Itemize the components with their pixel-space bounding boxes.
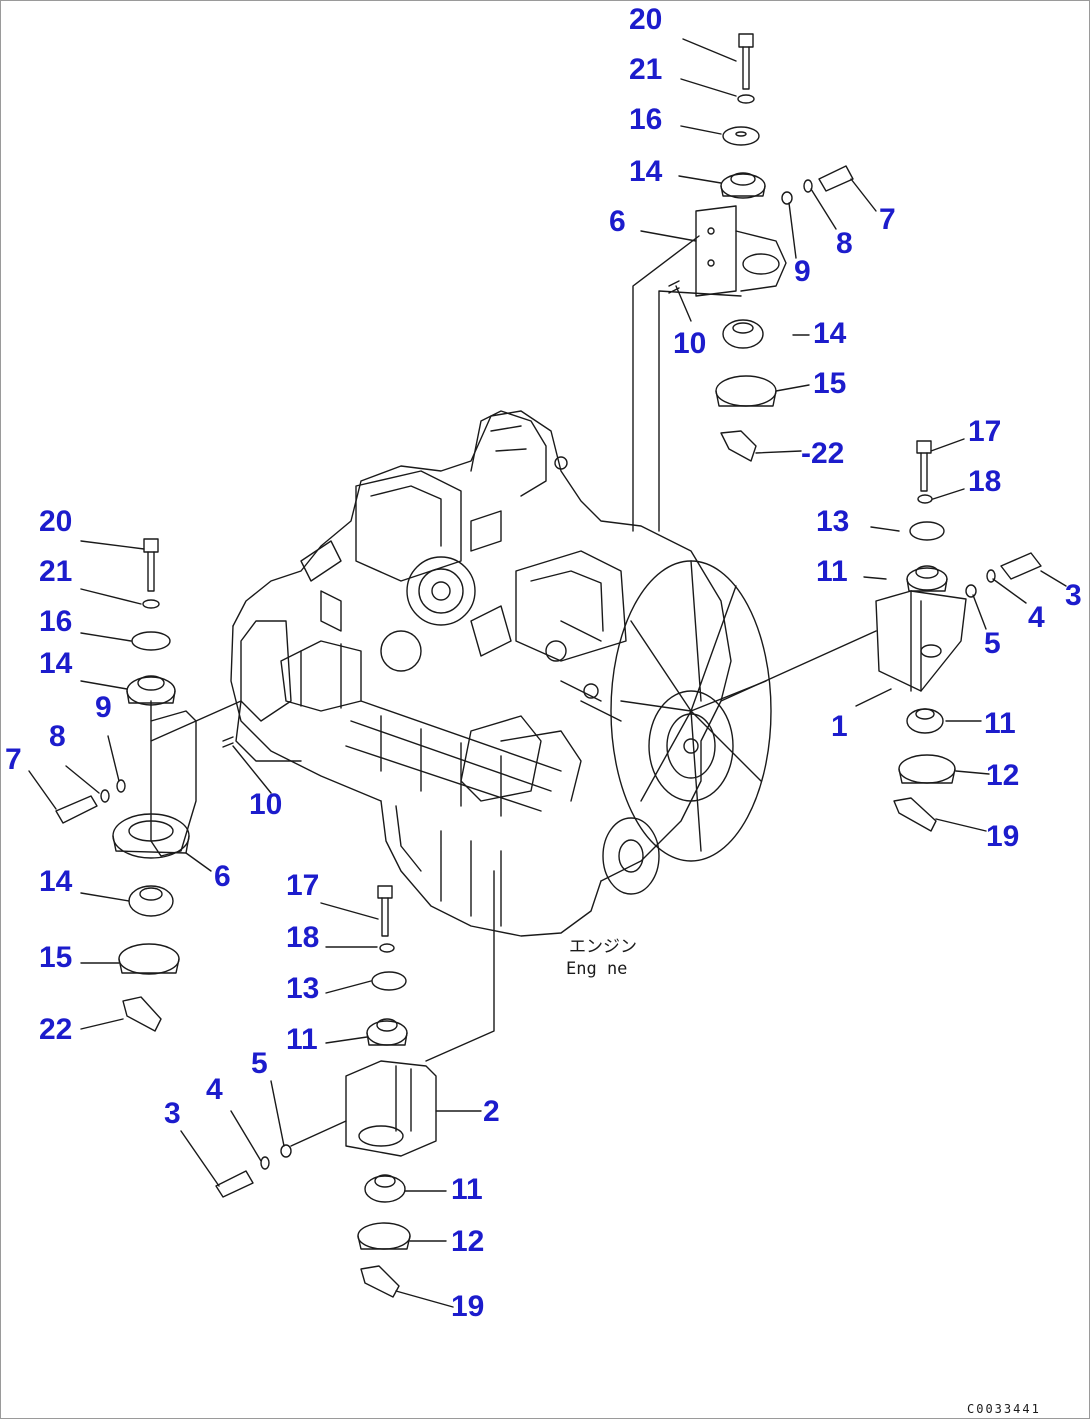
right-front-mount-assembly xyxy=(720,440,1042,832)
callout-top-8: 8 xyxy=(836,227,853,260)
callout-bottom-3: 3 xyxy=(164,1097,181,1130)
callout-right-18: 18 xyxy=(968,465,1001,498)
callout-top-16: 16 xyxy=(629,103,662,136)
callout-top-14-lower: 14 xyxy=(813,317,847,350)
callout-left-7: 7 xyxy=(5,743,22,776)
callout-top-7: 7 xyxy=(879,203,896,236)
callout-leader-lines xyxy=(28,38,1067,1308)
callout-left-6: 6 xyxy=(214,860,231,893)
callout-bottom-12: 12 xyxy=(451,1225,484,1258)
callout-top-6: 6 xyxy=(609,205,626,238)
drawing-code: C0033441 xyxy=(967,1402,1041,1416)
callout-top-22: -22 xyxy=(801,437,844,470)
callout-bottom-17: 17 xyxy=(286,869,319,902)
callout-bottom-4: 4 xyxy=(206,1073,223,1106)
left-rear-mount-assembly xyxy=(55,538,242,1032)
callout-left-8: 8 xyxy=(49,720,66,753)
callout-left-20: 20 xyxy=(39,505,72,538)
callout-right-19: 19 xyxy=(986,820,1019,853)
callout-right-12: 12 xyxy=(986,759,1019,792)
callout-right-5: 5 xyxy=(984,627,1001,660)
callout-bottom-5: 5 xyxy=(251,1047,268,1080)
callout-right-3: 3 xyxy=(1065,579,1082,612)
callout-right-11-lower: 11 xyxy=(984,707,1016,740)
callout-top-9: 9 xyxy=(794,255,811,288)
top-mount-assembly xyxy=(632,33,854,532)
callout-right-17: 17 xyxy=(968,415,1001,448)
callout-left-9: 9 xyxy=(95,691,112,724)
callout-left-22: 22 xyxy=(39,1013,72,1046)
callout-left-14: 14 xyxy=(39,647,73,680)
engine-illustration xyxy=(230,410,772,937)
callout-top-10: 10 xyxy=(673,327,706,360)
callout-left-21: 21 xyxy=(39,555,72,588)
callout-right-1: 1 xyxy=(831,710,848,743)
callout-bottom-2: 2 xyxy=(483,1095,500,1128)
callout-bottom-13: 13 xyxy=(286,972,319,1005)
callout-top-21: 21 xyxy=(629,53,662,86)
engine-caption-english: Eng ne xyxy=(566,959,627,979)
callout-bottom-19: 19 xyxy=(451,1290,484,1323)
callout-top-14: 14 xyxy=(629,155,663,188)
callout-left-10: 10 xyxy=(249,788,282,821)
callout-bottom-11-lower: 11 xyxy=(451,1173,483,1206)
callout-right-11: 11 xyxy=(816,555,848,588)
callout-bottom-11: 11 xyxy=(286,1023,318,1056)
callout-left-14-lower: 14 xyxy=(39,865,73,898)
bottom-front-mount-assembly xyxy=(215,870,495,1298)
callout-top-15: 15 xyxy=(813,367,846,400)
callout-bottom-18: 18 xyxy=(286,921,319,954)
callout-top-20: 20 xyxy=(629,3,662,36)
callout-right-4: 4 xyxy=(1028,601,1045,634)
callout-right-13: 13 xyxy=(816,505,849,538)
callout-left-15: 15 xyxy=(39,941,72,974)
engine-caption-japanese: エンジン xyxy=(569,937,637,957)
callout-left-16: 16 xyxy=(39,605,72,638)
